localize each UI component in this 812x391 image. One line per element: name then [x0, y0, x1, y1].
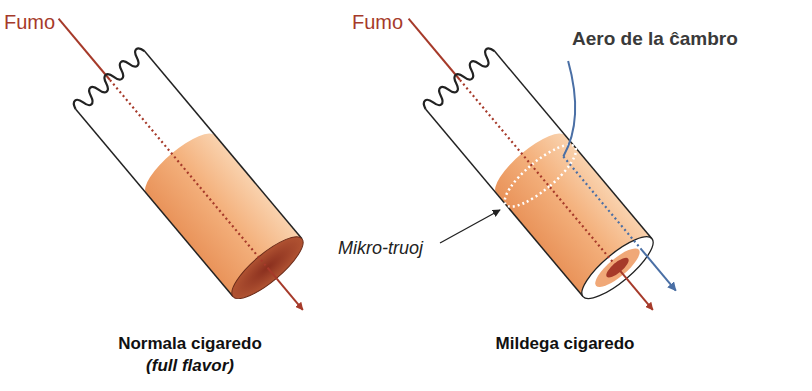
smoke-label: Fumo [352, 10, 403, 34]
smoke-arrow [267, 268, 302, 310]
air-line [518, 61, 613, 156]
smoke-line [409, 19, 460, 80]
caption-label: Mildega cigaredo [496, 334, 635, 354]
smoke-path [110, 80, 267, 268]
tube-edge [144, 51, 301, 239]
tube-edge [426, 109, 583, 297]
air-path [563, 156, 640, 248]
caption-label: (full flavor) [146, 356, 234, 376]
smoke-path [460, 80, 617, 268]
part-label: Mikro-truoj [338, 238, 423, 260]
burnt-edge [71, 46, 149, 114]
smoke-arrow [617, 268, 652, 310]
air-arrow [640, 248, 675, 290]
paper-tube [426, 51, 652, 297]
normal-cigarette [24, 0, 337, 339]
air-label: Aero de la ĉambro [572, 28, 738, 51]
caption-label: Normala cigaredo [118, 334, 262, 354]
mild-cigarette [374, 0, 726, 339]
smoke-label: Fumo [4, 10, 55, 34]
smoke-line [59, 19, 110, 80]
tube-edge [76, 109, 233, 297]
tube-edge [494, 51, 651, 239]
leader-line [440, 210, 500, 243]
